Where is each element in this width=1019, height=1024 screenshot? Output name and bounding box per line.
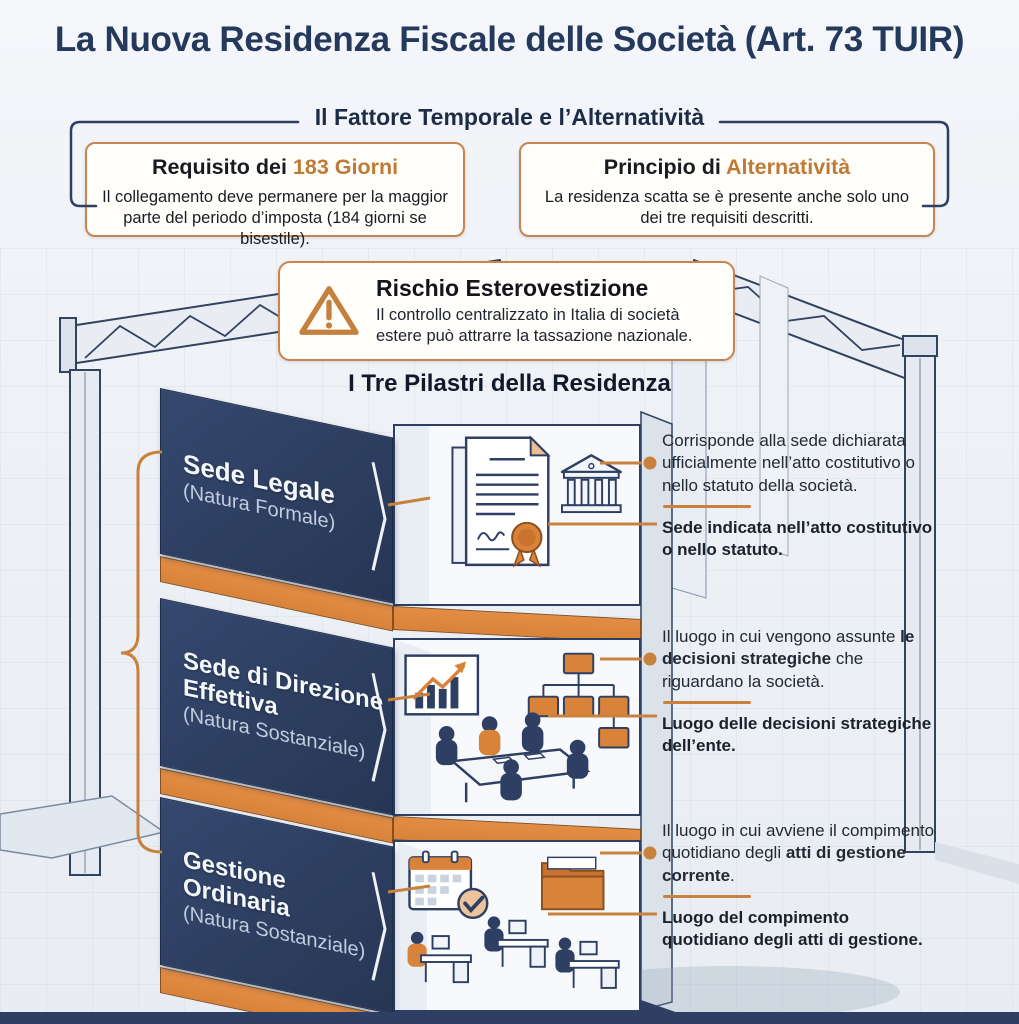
card-title-text: Requisito dei (151, 155, 293, 179)
chevron-right-icon (371, 872, 387, 981)
desc-bold-text: atti di gestione corrente (662, 843, 906, 885)
room-sede-legale-scene (393, 424, 641, 606)
desc-text: Il luogo in cui vengono assunte (662, 627, 901, 646)
temporal-section-heading: Il Fattore Temporale e l’Alternatività (314, 104, 705, 130)
desc-text: Corrisponde alla sede dichiarata ufficia… (662, 431, 915, 495)
pillar-panel-gestione-ordinaria: Gestione Ordinaria (Natura Sostanziale) (160, 797, 393, 1015)
page-title: La Nuova Residenza Fiscale delle Società… (54, 20, 965, 59)
meeting-table-icon (435, 712, 591, 803)
pillar-note: Luogo del compimento quotidiano degli at… (662, 908, 923, 950)
pillar-description-sede-legale: Corrisponde alla sede dichiarata ufficia… (662, 430, 940, 562)
card-alternativity-body: La residenza scatta se è presente anche … (544, 188, 910, 228)
pillar-note: Sede indicata nell’atto costitutivo o ne… (662, 518, 933, 560)
warning-title: Rischio Esterovestizione (376, 274, 649, 301)
card-alternativity: Principio di Alternatività La residenza … (519, 142, 935, 237)
chevron-right-icon (371, 673, 387, 782)
warning-box: Rischio Esterovestizione Il controllo ce… (278, 261, 735, 361)
card-183-days: Requisito dei 183 Giorni Il collegamento… (85, 142, 465, 248)
pillar-paragraph: Corrisponde alla sede dichiarata ufficia… (662, 430, 940, 497)
card-title-highlight: 183 Giorni (292, 155, 399, 179)
desc-text: Il luogo in cui avviene il compimento qu… (662, 821, 935, 863)
chevron-right-icon (371, 462, 387, 571)
bottom-navy-bar (0, 1012, 1019, 1024)
card-title-highlight: Alternatività (725, 155, 851, 179)
pillar-description-direzione-effettiva: Il luogo in cui vengono assunte le decis… (662, 626, 940, 758)
card-183-days-title: Requisito dei 183 Giorni (99, 155, 451, 180)
folder-icon (541, 856, 605, 911)
orange-divider (663, 505, 751, 509)
org-chart-icon (527, 652, 630, 749)
pillar-paragraph: Il luogo in cui avviene il compimento qu… (662, 820, 940, 887)
card-alternativity-title: Principio di Alternatività (533, 155, 921, 180)
orange-divider (663, 701, 751, 705)
pillar-note: Luogo delle decisioni strategiche dell’e… (662, 714, 932, 756)
back-walls (640, 275, 789, 1011)
pillar-panel-direzione-effettiva: Sede di Direzione Effettiva (Natura Sost… (160, 598, 393, 816)
left-column (69, 369, 101, 876)
orange-divider (663, 895, 751, 899)
right-column (902, 335, 938, 853)
card-title-text: Principio di (603, 155, 726, 179)
pillars-section-heading: I Tre Pilastri della Residenza (348, 370, 671, 397)
warning-body: Il controllo centralizzato in Italia di … (376, 305, 693, 345)
desc-text: che riguardano la società. (662, 649, 864, 691)
desc-bold-text: le decisioni strategiche (662, 627, 915, 669)
pillar-panel-sede-legale: Sede Legale (Natura Formale) (160, 388, 393, 604)
room-direzione-effettiva-scene (393, 638, 641, 816)
growth-chart-icon (404, 654, 480, 716)
certificate-document-icon (451, 435, 551, 568)
desc-text: . (730, 865, 735, 885)
bank-building-icon (560, 454, 622, 514)
pillar-paragraph: Il luogo in cui vengono assunte le decis… (662, 626, 940, 693)
office-desks-icon (407, 916, 620, 989)
calendar-check-icon (408, 850, 489, 920)
pillar-description-gestione-ordinaria: Il luogo in cui avviene il compimento qu… (662, 820, 940, 952)
warning-triangle-icon (299, 286, 359, 335)
card-183-days-body: Il collegamento deve permanere per la ma… (102, 188, 448, 249)
room-gestione-ordinaria-scene (393, 840, 641, 1012)
